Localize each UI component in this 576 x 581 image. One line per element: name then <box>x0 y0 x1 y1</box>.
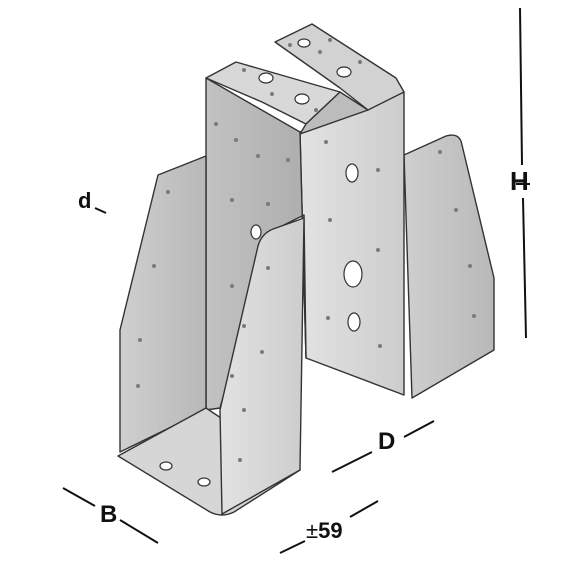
dimension-label-D: D <box>378 428 396 455</box>
nail-hole <box>242 324 246 328</box>
nail-hole <box>468 264 472 268</box>
nail-hole <box>318 50 322 54</box>
dim-line-59-left <box>279 540 306 554</box>
nail-hole <box>230 374 234 378</box>
dim-line-H-top <box>519 7 523 166</box>
width-value: 59 <box>318 518 343 543</box>
nail-holes <box>136 38 476 462</box>
dim-line-d <box>94 207 107 214</box>
nail-hole <box>238 458 242 462</box>
nail-hole <box>234 138 238 142</box>
nail-hole <box>256 154 260 158</box>
nail-hole <box>324 140 328 144</box>
dim-line-D-right <box>403 420 435 438</box>
hole <box>347 312 361 332</box>
nail-hole <box>266 202 270 206</box>
hole <box>258 72 274 84</box>
dimension-label-B: B <box>100 501 118 528</box>
nail-hole <box>472 314 476 318</box>
hole <box>197 477 211 487</box>
dim-line-B-right <box>119 519 159 544</box>
hole <box>297 38 311 48</box>
nail-hole <box>266 266 270 270</box>
hanger-body <box>117 23 495 516</box>
hole <box>343 260 363 288</box>
hole <box>159 461 173 471</box>
dimension-lines <box>62 7 530 554</box>
nail-hole <box>214 122 218 126</box>
nail-hole <box>328 38 332 42</box>
dimension-label-width: ±59 <box>306 520 343 542</box>
nail-hole <box>230 198 234 202</box>
left-flap <box>119 155 207 453</box>
nail-hole <box>136 384 140 388</box>
nail-hole <box>454 208 458 212</box>
dim-line-H-bottom <box>522 197 527 339</box>
nail-hole <box>378 344 382 348</box>
nail-hole <box>438 150 442 154</box>
holes <box>159 38 363 487</box>
nail-hole <box>328 218 332 222</box>
right-back-plate <box>299 91 405 396</box>
hole <box>345 163 359 183</box>
nail-hole <box>286 158 290 162</box>
dimension-label-d: d <box>78 188 92 213</box>
plus-minus-sign: ± <box>306 518 319 543</box>
nail-hole <box>376 168 380 172</box>
right-flap <box>403 134 495 399</box>
dimension-label-H: H <box>510 166 529 196</box>
hole <box>294 93 310 105</box>
nail-hole <box>138 338 142 342</box>
nail-hole <box>242 408 246 412</box>
nail-hole <box>152 264 156 268</box>
nail-hole <box>260 350 264 354</box>
nail-hole <box>314 108 318 112</box>
nail-hole <box>326 316 330 320</box>
nail-hole <box>270 92 274 96</box>
nail-hole <box>288 43 292 47</box>
nail-hole <box>242 68 246 72</box>
hole <box>336 66 352 78</box>
nail-hole <box>376 248 380 252</box>
nail-hole <box>166 190 170 194</box>
front-side-plate <box>219 217 305 515</box>
hole <box>250 224 262 240</box>
dim-line-59-right <box>349 500 379 518</box>
nail-hole <box>358 60 362 64</box>
dim-line-B-left <box>62 487 96 507</box>
flange-fold <box>299 91 369 135</box>
dim-line-D-left <box>331 451 373 473</box>
nail-hole <box>230 284 234 288</box>
